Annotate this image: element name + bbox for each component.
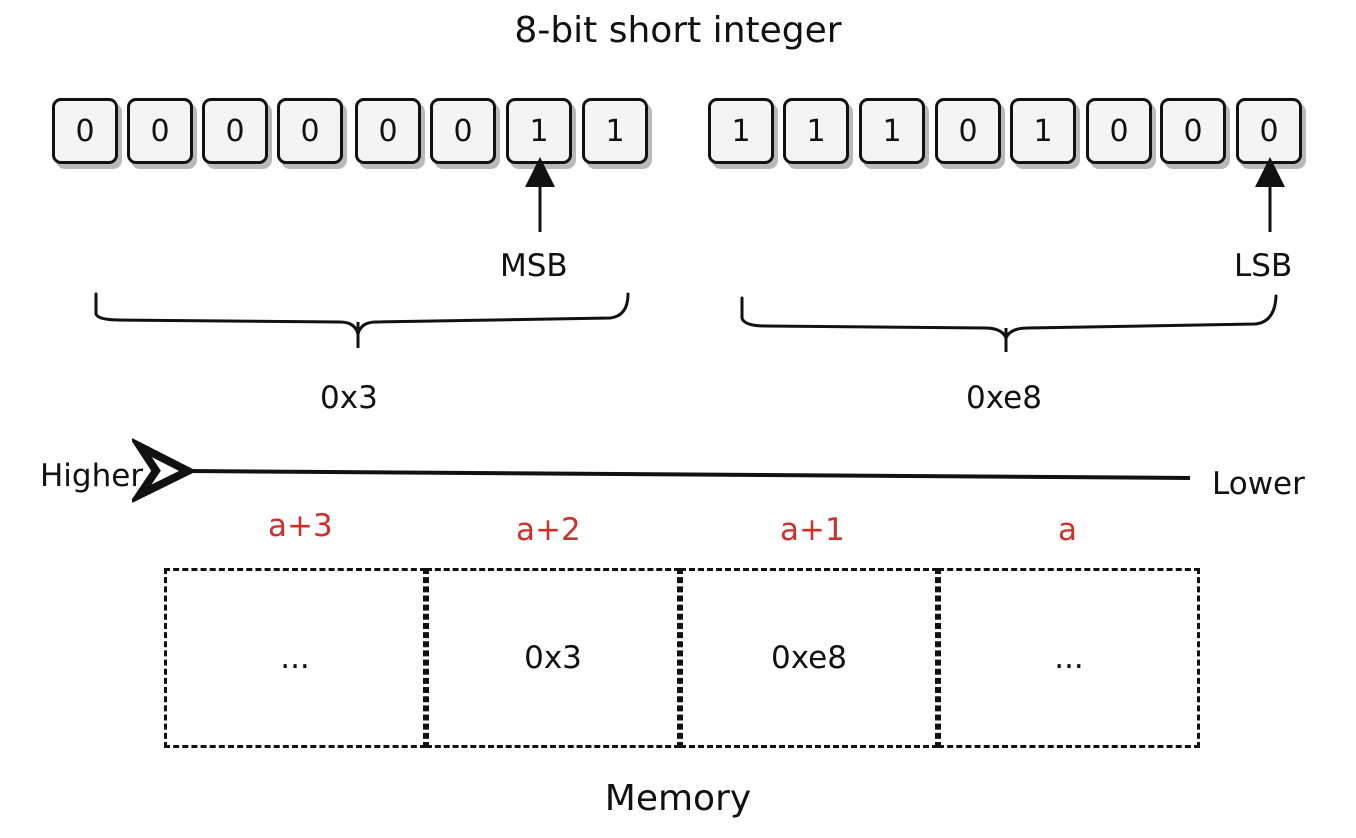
bit-cell: 0 — [1160, 98, 1226, 164]
memory-address-label: a+3 — [268, 508, 333, 544]
memory-address-label: a — [1058, 512, 1077, 548]
high-byte-brace — [94, 292, 630, 335]
bit-cell: 1 — [1010, 98, 1076, 164]
lsb-label: LSB — [1234, 248, 1293, 284]
higher-label: Higher — [40, 458, 144, 494]
low-byte-brace — [740, 294, 1278, 343]
msb-label: MSB — [500, 248, 568, 284]
bit-cell: 0 — [277, 98, 343, 164]
memory-label: Memory — [604, 778, 752, 819]
bit-cell: 0 — [52, 98, 118, 164]
lower-label: Lower — [1212, 466, 1305, 502]
bit-cell: 0 — [430, 98, 496, 164]
high-byte-hex-label: 0x3 — [320, 380, 378, 416]
memory-cell: 0xe8 — [680, 568, 938, 748]
direction-arrow-icon — [188, 471, 1191, 478]
bit-cell: 1 — [859, 98, 925, 164]
bit-cell: 0 — [127, 98, 193, 164]
memory-cell: ... — [938, 568, 1200, 748]
bit-cell: 0 — [355, 98, 421, 164]
diagram-title: 8-bit short integer — [514, 10, 842, 51]
bit-cell: 0 — [935, 98, 1001, 164]
bit-cell: 1 — [582, 98, 648, 164]
memory-cell: ... — [164, 568, 426, 748]
memory-address-label: a+2 — [516, 512, 581, 548]
low-byte-hex-label: 0xe8 — [966, 380, 1042, 416]
memory-address-label: a+1 — [780, 512, 845, 548]
bit-cell: 0 — [1086, 98, 1152, 164]
bit-cell: 0 — [202, 98, 268, 164]
memory-cell: 0x3 — [426, 568, 680, 748]
bit-cell: 1 — [708, 98, 774, 164]
bit-cell-lsb: 0 — [1236, 98, 1302, 164]
bit-cell-msb: 1 — [506, 98, 572, 164]
bit-cell: 1 — [783, 98, 849, 164]
